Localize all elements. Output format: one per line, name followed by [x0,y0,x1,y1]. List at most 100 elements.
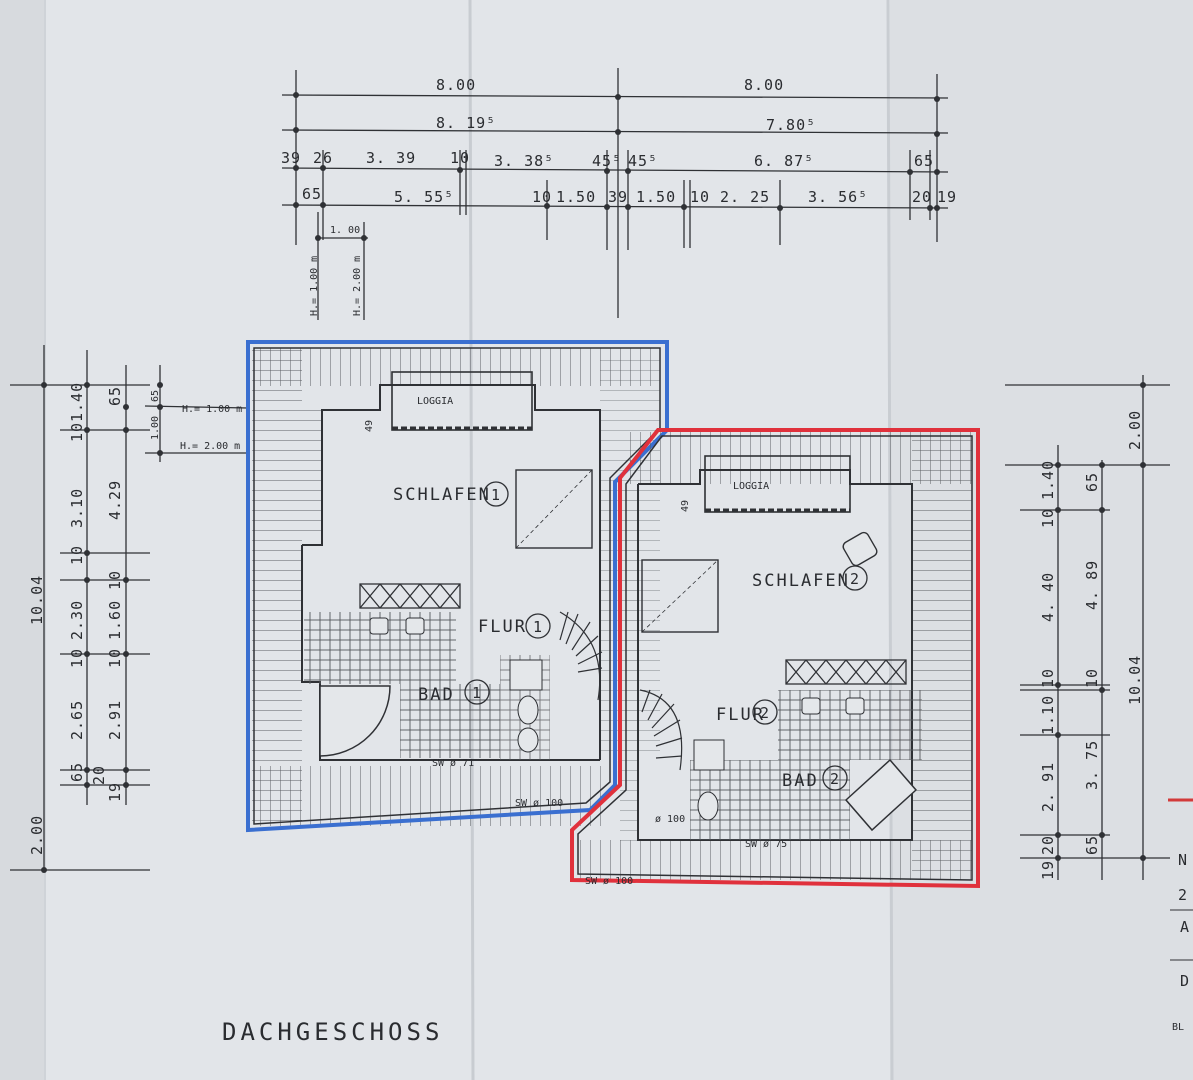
dim-left-a: 19 [106,782,124,802]
roof-hatch [252,348,302,826]
dim-row3: 45⁵ [592,152,622,170]
dim-left-small: 65 [150,390,161,402]
loggia-1-box [391,371,533,431]
unit-1-plan: LOGGIA SCHLAFEN 1 FLUR 1 BAD 1 SW ø 71 S… [246,340,669,833]
left-dimension-dots [41,382,163,873]
tag-49-2: 49 [680,500,691,512]
unit-2-plan: LOGGIA SCHLAFEN 2 FLUR 2 BAD 2 SW ø 75 S… [570,428,980,889]
dim-row2-right: 7.80⁵ [766,116,816,134]
roof-hatch [252,766,608,826]
schlafen-1-label: SCHLAFEN [393,485,491,505]
dim-row4: 10 [690,188,710,206]
sink-2b [845,697,865,715]
bad-1-number: 1 [472,684,482,702]
dim-row3: 10 [450,149,470,167]
dim-top-8-left: 8.00 [436,76,476,94]
dim-height-2m: H.= 2.00 m [352,256,363,316]
dim-left-a: 2.30 [68,600,86,640]
dim-right-b: 4. 89 [1083,560,1101,610]
room-number-circle [464,679,490,705]
dim-height-2m-left: H.= 2.00 m [180,441,240,452]
roof-hatch [252,348,660,386]
dim-left-b: 10 [106,570,124,590]
unit-1-outline [246,340,669,833]
dim-height-1m: H.= 1.00 m [309,256,320,316]
dim-right-a: 1.40 [1039,460,1057,500]
room-number-circle [752,699,778,725]
dim-row4: 3. 56⁵ [808,188,868,206]
unit-2-outline [570,428,980,889]
room-number-circle [483,481,509,507]
top-dimension-labels: 8.00 8.00 8. 19⁵ 7.80⁵ 39 26 3. 39 10 3.… [281,76,957,316]
washer-1 [509,659,543,691]
roof-hatch [302,410,322,540]
dim-row4: 19 [937,188,957,206]
dim-left-a: 2.65 [68,700,86,740]
sw-71-label: SW ø 71 [432,758,474,769]
dim-row3: 65 [914,152,934,170]
flur-2-number: 2 [760,704,770,722]
drawing-title: DACHGESCHOSS [222,1018,443,1046]
dim-left-b: 2.91 [106,700,124,740]
sw-75-label: SW ø 75 [745,839,787,850]
tag-49-1: 49 [364,420,375,432]
dim-row3: 39 [281,149,301,167]
dim-row4: 1.50 [556,188,596,206]
dim-right-a: 1.10 [1039,695,1057,735]
roof-hatch [620,484,638,844]
loggia-1-label: LOGGIA [417,396,453,407]
dim-left-a: 10 [68,545,86,565]
dim-left-bottom: 2.00 [28,815,46,855]
dim-row4: 65 [302,185,322,203]
stairs-1 [559,611,603,701]
sink-2a [801,697,821,715]
wardrobe-1 [359,583,461,609]
dim-left-small: 1.00 [150,416,161,440]
dim-row3: 6. 87⁵ [754,152,814,170]
dim-left-b: 65 [106,386,124,406]
stairs-2 [639,689,683,771]
title-block-fragment: N 2 A D BL [1168,798,1193,1033]
dim-row3: 45⁵ [628,152,658,170]
toilet-1 [517,695,539,725]
schlafen-1-number: 1 [491,486,501,504]
dim-right-a: 2. 91 [1039,762,1057,812]
sink-1b [405,617,425,635]
inner-walls [302,384,601,760]
dim-small-1m: 1. 00 [330,225,360,236]
bad-2-number: 2 [830,770,840,788]
dim-row3: 3. 38⁵ [494,152,554,170]
dim-row3: 3. 39 [366,149,416,167]
dim-left-b: 1.60 [106,600,124,640]
bath-tiles-1 [400,684,500,758]
unit-1-inner-outline [253,347,661,825]
armchair-2 [842,531,878,567]
dim-right-b: 65 [1083,835,1101,855]
fold-line [468,0,475,1080]
dim-left-b: 10 [106,648,124,668]
loggia-2-label: LOGGIA [733,481,769,492]
dim-right-a: 10 [1039,668,1057,688]
wardrobe-2 [785,659,907,685]
dim-row2-left: 8. 19⁵ [436,114,496,132]
dim-top-8-right: 8.00 [744,76,784,94]
edge-fragment: BL [1172,1022,1184,1033]
dim-row3: 26 [313,149,333,167]
schlafen-2-label: SCHLAFEN [752,571,850,591]
top-dimension-chains [281,68,949,320]
unit-2-inner-outline [577,435,973,881]
dim-left-b: 20 [90,765,108,785]
left-dimension-labels: 10.04 2.00 1.40 10 3.10 10 2.30 10 2.65 … [28,382,242,855]
sw-100-label-mid: ø 100 [655,814,685,825]
dim-left-b: 4.29 [106,480,124,520]
loggia-2-box [704,455,851,513]
roof-hatch [576,840,972,880]
dim-left-a: 10 [68,422,86,442]
dim-row4: 1.50 [636,188,676,206]
toilet-2 [697,791,719,821]
dim-right-b: 3. 75 [1083,740,1101,790]
dim-right-a: 10 [1039,508,1057,528]
room-number-circle [525,613,551,639]
sink-1a [369,617,389,635]
